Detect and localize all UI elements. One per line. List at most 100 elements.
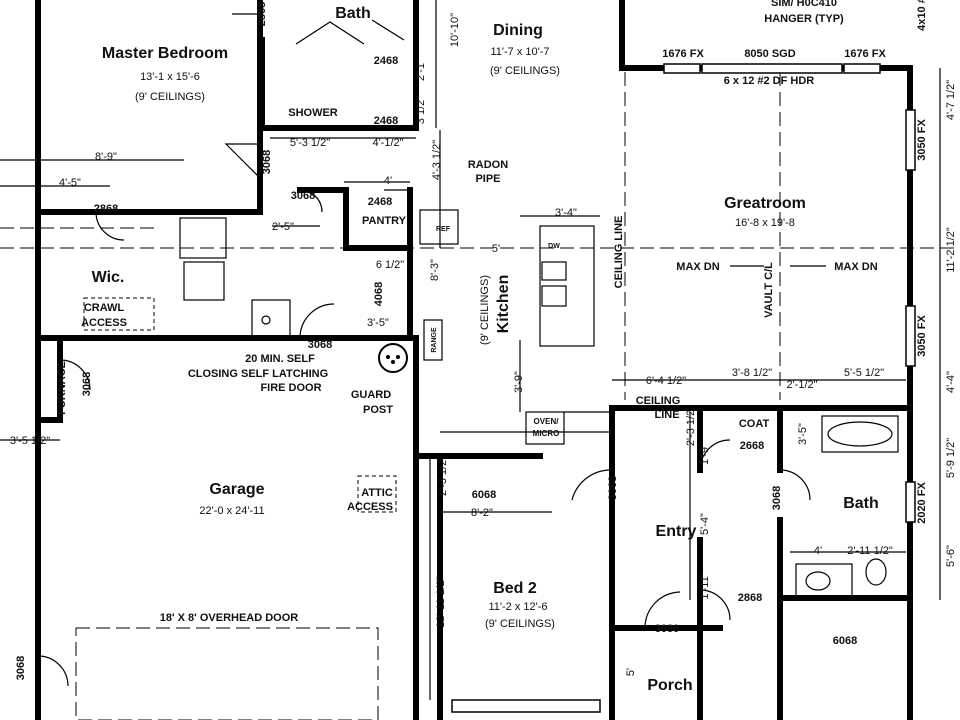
dim-4-4: 4'-4" [945,371,957,393]
dim-4-3-1-2: 4'-3 1/2" [431,140,443,180]
dim-8-2: 8'-2" [471,507,493,519]
dim-1-9: 1'-9" [699,443,711,465]
dim-8-9: 8'-9" [95,151,117,163]
dim-6-1-2: 6 1/2" [376,259,404,271]
dim-5-5-1-2: 5'-5 1/2" [844,367,884,379]
label-guard-1: GUARD [351,389,391,401]
room-entry: Entry [656,523,697,540]
label-oven-2: MICRO [533,429,560,438]
door-3068-bath: 3068 [771,486,783,510]
label-dw: DW [548,243,560,250]
room-bed2-note: (9' CEILINGS) [485,618,555,630]
dim-4b: 4' [814,545,822,557]
label-shower: SHOWER [288,107,338,119]
dim-3-5b: 3'-5" [797,423,809,445]
label-window-2020: 2020 FX [916,482,928,524]
label-oven-1: OVEN/ [534,417,560,426]
fixtures [83,209,899,599]
room-master-bedroom: Master Bedroom [102,45,228,62]
room-bath-top: Bath [335,5,371,22]
door-3080: 3080 [655,623,679,635]
label-radon-pipe-1: RADON [468,159,508,171]
dim-2-1-2: 2'-1/2" [786,379,817,391]
label-vault: VAULT C/L [763,262,775,318]
label-fire-door-1: 20 MIN. SELF [245,353,315,365]
dim-1-11: 1'-11" [699,572,711,599]
room-greatroom-size: 16'-8 x 19'-8 [735,217,795,229]
room-kitchen: Kitchen [495,275,512,334]
door-2468-a: 2468 [374,55,398,67]
dim-11-2-1-2: 11'-2 1/2" [945,227,957,273]
label-window-1676-a: 1676 FX [662,48,704,60]
dim-5-6: 5'-6" [945,545,957,567]
dim-2-1: 2'-1" [415,59,427,81]
windows [451,63,916,713]
dim-4-5: 4'-5" [59,177,81,189]
dim-2-3-1-2-entry: 2'-3 1/2" [685,406,697,446]
label-crawl-1: CRAWL [84,302,125,314]
room-master-bedroom-size: 13'-1 x 15'-6 [140,71,200,83]
label-ceiling-line-v: CEILING LINE [613,216,625,289]
door-6068-bed2: 6068 [472,489,496,501]
label-hanger-1: SIM/ H0C410 [771,0,837,9]
door-3068-furnace: 3068 [81,372,93,396]
label-fire-door-2: CLOSING SELF LATCHING [188,368,328,380]
dim-3-4: 3'-4" [555,207,577,219]
door-sizes: 2868 2468 2468 3068 3068 2868 2468 4068 … [15,2,857,680]
dim-5-3-1-2: 5'-3 1/2" [290,137,330,149]
dimension-lines [0,0,941,700]
room-dining-size: 11'-7 x 10'-7 [490,46,549,58]
label-ceiling-line-1: CEILING [636,395,681,407]
label-hanger-2: HANGER (TYP) [764,13,844,25]
dim-3-8-1-2: 3'-8 1/2" [732,367,772,379]
door-4068: 4068 [373,282,385,306]
label-ceiling-line-2: LINE [654,409,679,421]
dim-4: 4' [384,175,392,187]
dim-2-5: 2'-5" [272,221,294,233]
label-attic-1: ATTIC [361,487,393,499]
room-greatroom: Greatroom [724,195,806,212]
room-wic: Wic. [92,269,125,286]
annotations: SHOWER PANTRY RADON PIPE CRAWL ACCESS FU… [56,0,928,624]
label-fire-door-3: FIRE DOOR [260,382,321,394]
dim-5-4: 5'-4" [699,513,711,535]
label-window-4x10: 4x10 # [916,0,928,31]
label-window-3050-a: 3050 FX [916,119,928,161]
door-6068-bottom: 6068 [833,635,857,647]
label-window-1676-b: 1676 FX [844,48,886,60]
door-3068-garage-left: 3068 [15,656,27,680]
label-window-8050: 8050 SGD [744,48,795,60]
label-crawl-2: ACCESS [81,317,127,329]
label-guard-2: POST [363,404,393,416]
dim-10-10: 10'-10" [449,13,461,47]
room-garage-size: 22'-0 x 24'-11 [199,505,264,517]
label-window-3050-b: 3050 FX [916,315,928,357]
door-3068-entry: 3068 [607,476,619,500]
ceiling-lines [0,72,960,720]
label-max-dn-left: MAX DN [676,261,719,273]
room-bath-right: Bath [843,495,879,512]
label-furnace: FURNACE [56,361,68,415]
dim-3-5: 3'-5" [367,317,389,329]
dim-5-9-1-2: 5'-9 1/2" [945,438,957,478]
dimension-text: 10'-10" 2'-1" 3 1/2" 5'-3 1/2" 4'-1/2" 4… [10,13,957,676]
room-dining: Dining [493,22,543,39]
dim-4-1-2: 4'-1/2" [372,137,403,149]
dim-3-1-2: 3 1/2" [415,96,427,124]
dim-3-5-1-2: 3'-5 1/2" [10,435,50,447]
door-3068-garage: 3068 [308,339,332,351]
door-swings [37,19,811,687]
dim-3-9: 3'-9" [513,371,525,393]
dim-4-7-1-2: 4'-7 1/2" [945,80,957,120]
room-garage: Garage [209,481,264,498]
dim-12-11-1-2: 12'-11 1/2" [435,576,447,628]
label-attic-2: ACCESS [347,501,393,513]
label-radon-pipe-2: PIPE [475,173,500,185]
room-master-bedroom-note: (9' CEILINGS) [135,91,205,103]
dim-2-11-1-2: 2'-11 1/2" [847,545,893,557]
dim-5-porch: 5' [625,668,637,676]
room-kitchen-note: (9' CEILINGS) [479,275,491,345]
label-coat: COAT [739,418,770,430]
label-max-dn-right: MAX DN [834,261,877,273]
label-header: 6 x 12 #2 DF HDR [724,75,815,87]
